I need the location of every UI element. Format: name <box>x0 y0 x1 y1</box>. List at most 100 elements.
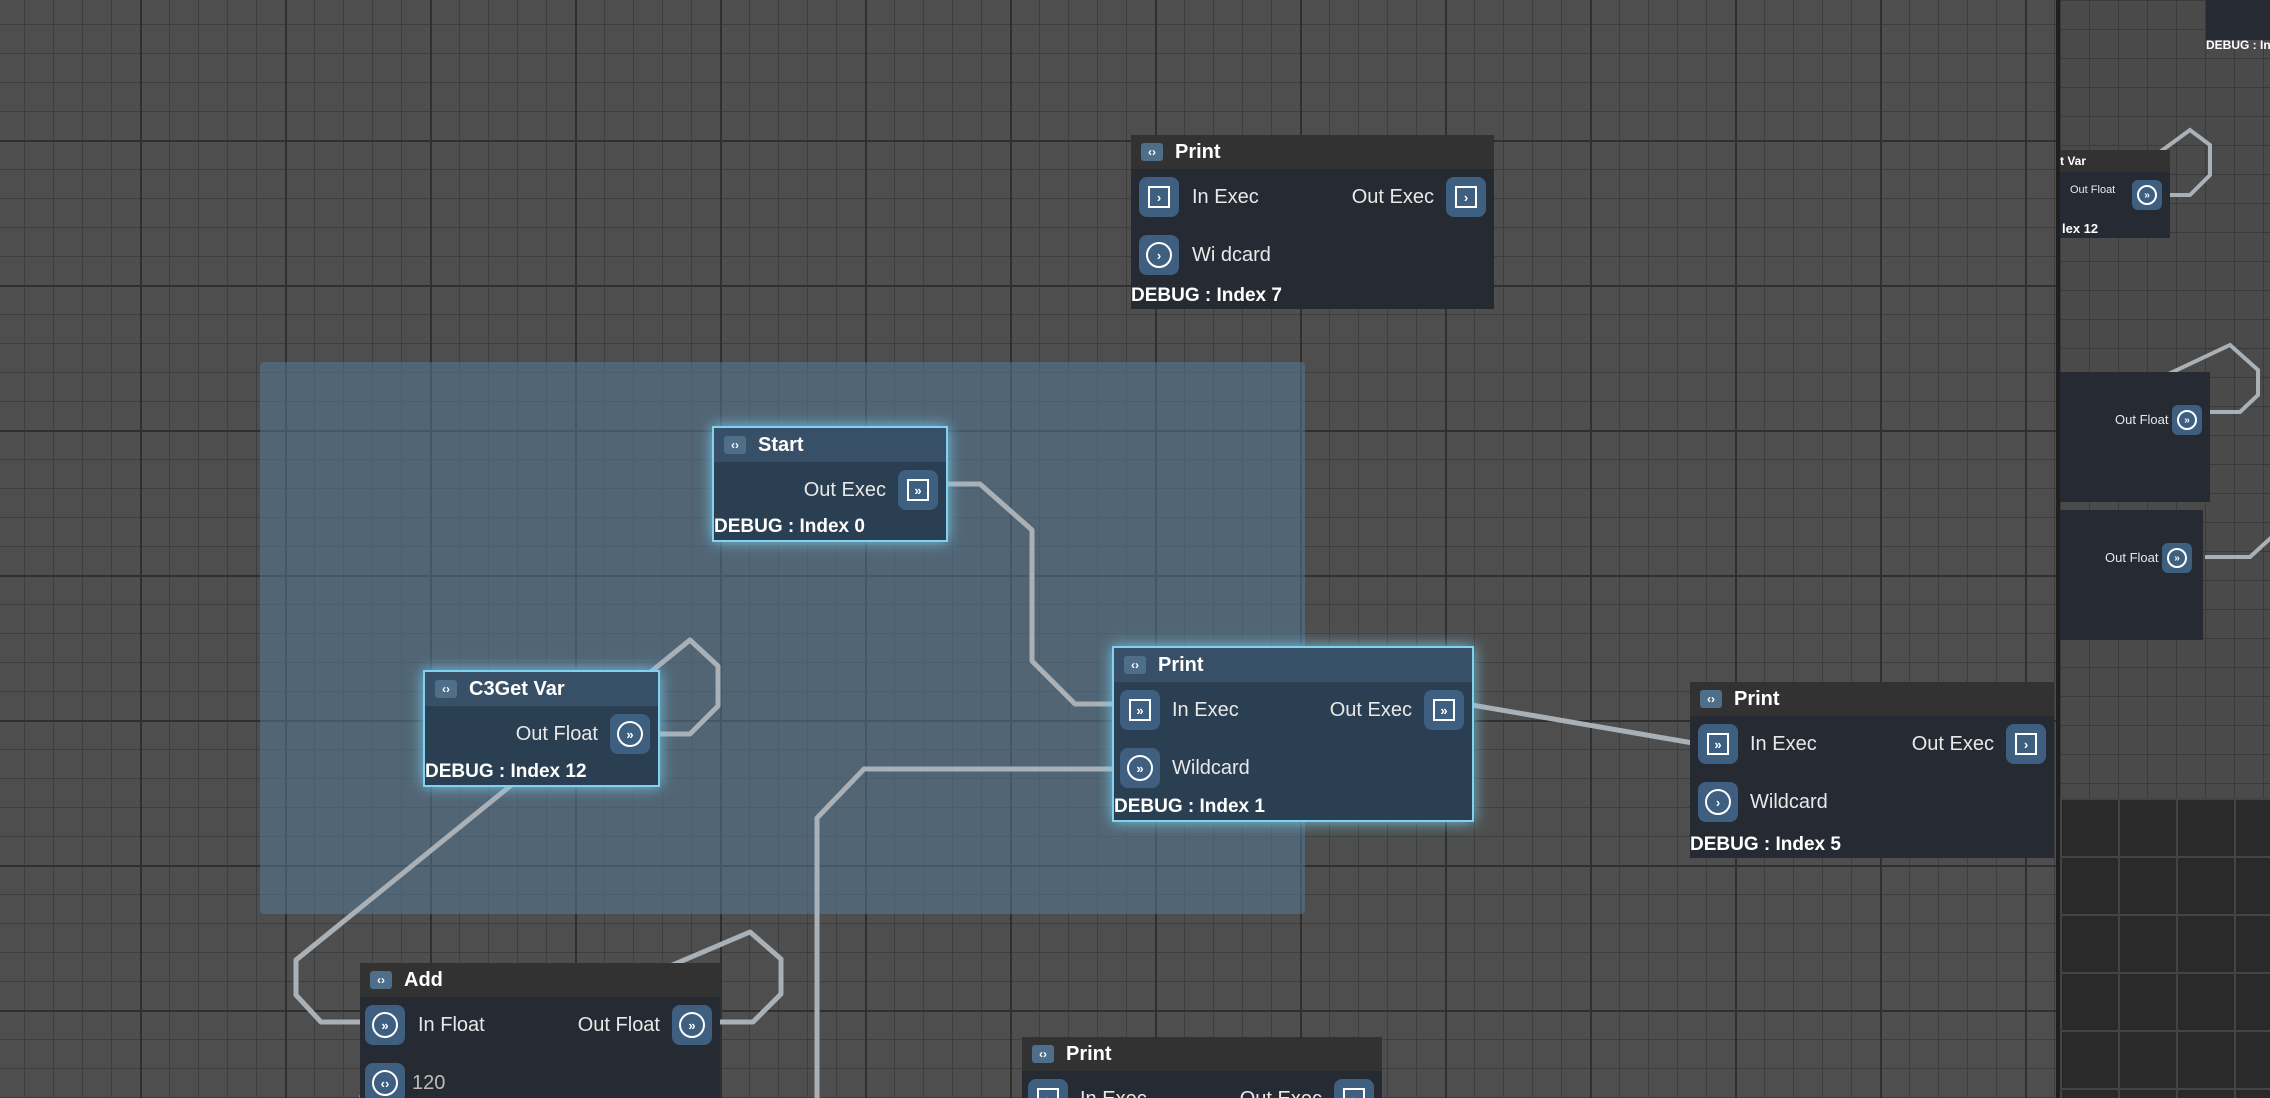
in-exec-label: In Exec <box>1750 733 1817 755</box>
node-header[interactable]: ‹› Print <box>1022 1037 1382 1071</box>
collapse-icon[interactable]: ‹› <box>1700 690 1722 708</box>
out-exec-label: Out Exec <box>803 479 886 501</box>
value-field[interactable]: 120 <box>412 1072 446 1094</box>
print-node-index-1[interactable]: ‹›Print » In Exec Out Exec » » Wildcard … <box>1112 646 1474 822</box>
minimap-pin: » <box>2132 180 2162 210</box>
data-pin-icon: » <box>2137 185 2157 205</box>
exec-pin-icon: » <box>1707 733 1729 755</box>
print-node-index-7[interactable]: ‹›Print › In Exec Out Exec › › Wi dcard … <box>1131 135 1494 309</box>
exec-pin-icon: › <box>1037 1088 1059 1098</box>
exec-pin-icon: » <box>1433 699 1455 721</box>
debug-index-label: DEBUG : Index 0 <box>714 516 865 537</box>
print-node-index-5[interactable]: ‹›Print » In Exec Out Exec › › Wildcard … <box>1690 682 2054 858</box>
start-node[interactable]: ‹› Start Out Exec » DEBUG : Index 0 <box>712 426 948 542</box>
wildcard-label: Wi dcard <box>1192 244 1271 266</box>
debug-index-label: DEBUG : Index 1 <box>1114 796 1265 817</box>
wire-print-to-print-right <box>1465 701 1694 746</box>
node-title: Add <box>404 968 443 991</box>
exec-pin-icon: › <box>2015 733 2037 755</box>
node-title: C3Get Var <box>469 677 565 700</box>
data-pin-icon: › <box>1705 789 1731 815</box>
node-header[interactable]: ‹› Print <box>1131 135 1494 169</box>
collapse-icon[interactable]: ‹› <box>1032 1045 1054 1063</box>
in-exec-label: In Exec <box>1080 1088 1147 1098</box>
out-exec-label: Out Exec <box>1329 699 1412 721</box>
minimap-getvar-node: t Var Out Float » lex 12 <box>2060 150 2170 238</box>
out-float-label: Out Float <box>515 723 598 745</box>
graph-canvas[interactable]: ‹›Print › In Exec Out Exec › › Wi dcard … <box>0 0 2056 1098</box>
minimap-node-2: Out Float » <box>2060 372 2210 502</box>
node-header[interactable]: ‹› Add <box>360 963 720 997</box>
out-float-label: Out Float <box>577 1014 660 1036</box>
in-exec-label: In Exec <box>1192 186 1259 208</box>
node-header[interactable]: ‹› C3Get Var <box>425 672 658 706</box>
debug-index-label: DEBUG : Index 5 <box>1690 834 1841 855</box>
wildcard-pin[interactable]: › <box>1139 235 1179 275</box>
minimap-index-label: lex 12 <box>2062 221 2099 236</box>
out-float-pin[interactable]: » <box>610 714 650 754</box>
wildcard-label: Wildcard <box>1750 791 1828 813</box>
wildcard-pin[interactable]: › <box>1698 782 1738 822</box>
debug-index-label: DEBUG : Index 7 <box>1131 285 1282 306</box>
in-float-pin[interactable]: » <box>365 1005 405 1045</box>
node-title: Print <box>1175 140 1221 163</box>
wildcard-pin[interactable]: » <box>1120 748 1160 788</box>
in-exec-pin[interactable]: › <box>1139 177 1179 217</box>
collapse-icon[interactable]: ‹› <box>435 680 457 698</box>
in-exec-pin[interactable]: » <box>1698 724 1738 764</box>
in-exec-pin[interactable]: » <box>1120 690 1160 730</box>
out-exec-pin[interactable]: » <box>1424 690 1464 730</box>
data-pin-icon: » <box>2177 410 2197 430</box>
wire-start-to-print <box>945 481 1118 707</box>
node-title: Print <box>1734 687 1780 710</box>
minimap-viewport[interactable] <box>2060 798 2270 1098</box>
get-var-node[interactable]: ‹› C3Get Var Out Float » DEBUG : Index 12 <box>423 670 660 787</box>
out-exec-pin[interactable]: › <box>1334 1079 1374 1098</box>
data-pin-icon: » <box>679 1012 705 1038</box>
minimap-pin: » <box>2162 543 2192 573</box>
data-pin-icon: › <box>1146 242 1172 268</box>
minimap-debug-label: DEBUG : In <box>2206 38 2270 52</box>
minimap-node-3: Out Float » <box>2060 510 2203 640</box>
out-exec-label: Out Exec <box>1240 1088 1322 1098</box>
exec-pin-icon: › <box>1455 186 1477 208</box>
out-float-pin[interactable]: » <box>672 1005 712 1045</box>
collapse-icon[interactable]: ‹› <box>1124 656 1146 674</box>
node-title: Print <box>1158 653 1204 676</box>
node-header[interactable]: ‹› Print <box>1114 648 1472 682</box>
exec-pin-icon: › <box>1148 186 1170 208</box>
exec-pin-icon: » <box>1129 699 1151 721</box>
wire-add-loop <box>359 929 784 1098</box>
add-node[interactable]: ‹› Add » In Float Out Float » ‹› 120 <box>360 963 720 1098</box>
minimap-var-title: t Var <box>2060 150 2170 172</box>
data-pin-icon: » <box>617 721 643 747</box>
minimap-node-top <box>2206 0 2270 40</box>
out-exec-label: Out Exec <box>1911 733 1994 755</box>
minimap-panel[interactable]: DEBUG : In t Var Out Float » lex 12 Out … <box>2056 0 2270 1098</box>
node-title: Print <box>1066 1042 1112 1065</box>
minimap-out-float: Out Float <box>2105 550 2159 565</box>
in-float-label: In Float <box>418 1014 485 1036</box>
out-exec-pin[interactable]: » <box>898 470 938 510</box>
value-pin[interactable]: ‹› <box>365 1063 405 1098</box>
data-pin-icon: » <box>372 1012 398 1038</box>
collapse-icon[interactable]: ‹› <box>370 971 392 989</box>
exec-pin-icon: » <box>907 479 929 501</box>
minimap-out-float: Out Float <box>2070 184 2116 196</box>
node-title: Start <box>758 433 804 456</box>
collapse-icon[interactable]: ‹› <box>1141 143 1163 161</box>
wire-layer <box>293 481 1694 1098</box>
data-pin-icon: » <box>1127 755 1153 781</box>
node-header[interactable]: ‹› Print <box>1690 682 2054 716</box>
node-header[interactable]: ‹› Start <box>714 428 946 462</box>
debug-index-label: DEBUG : Index 12 <box>425 761 587 782</box>
minimap-wires <box>2060 127 2270 559</box>
in-exec-label: In Exec <box>1172 699 1239 721</box>
out-exec-pin[interactable]: › <box>2006 724 2046 764</box>
out-exec-pin[interactable]: › <box>1446 177 1486 217</box>
print-node-bottom[interactable]: ‹› Print › In Exec Out Exec › <box>1022 1037 1382 1098</box>
data-pin-icon: ‹› <box>372 1070 398 1096</box>
in-exec-pin[interactable]: › <box>1028 1079 1068 1098</box>
exec-pin-icon: › <box>1343 1088 1365 1098</box>
collapse-icon[interactable]: ‹› <box>724 436 746 454</box>
